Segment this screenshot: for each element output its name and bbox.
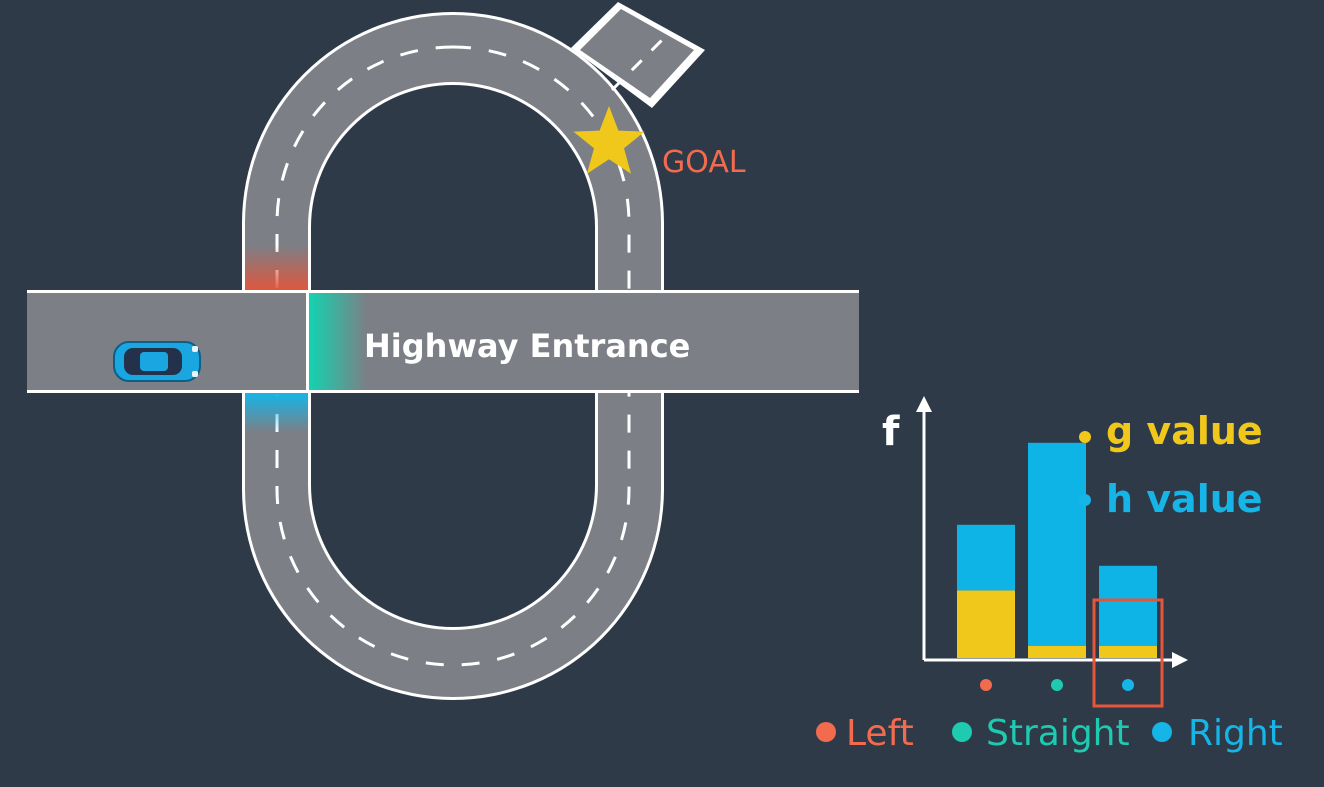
bar-straight-g [1028,645,1086,658]
star-icon [573,106,645,174]
right-marker [1152,722,1172,742]
straight-label: Straight [986,713,1130,754]
h-legend-label: h value [1106,477,1263,521]
car-icon [113,341,201,382]
g-legend-label: g value [1106,409,1263,453]
x-axis-arrow [1172,652,1188,668]
category-dot-left [980,679,992,691]
bar-straight-h [1028,442,1086,646]
g-legend-marker [1079,431,1091,443]
value-legend: g value h value [1079,409,1263,521]
category-dot-right [1122,679,1134,691]
category-dot-straight [1051,679,1063,691]
action-legend: Left Straight Right [816,713,1283,754]
bars [957,442,1157,658]
bar-left-g [957,590,1015,658]
left-marker [816,722,836,742]
h-legend-marker [1079,494,1091,506]
goal-label: GOAL [662,145,746,180]
bar-right-g [1099,645,1157,658]
right-label: Right [1188,713,1283,754]
straight-action-glow [309,293,367,390]
right-action-glow [245,393,308,433]
left-action-glow [245,245,308,293]
left-label: Left [846,713,914,754]
highway-entrance-label: Highway Entrance [364,327,690,365]
category-dots [980,679,1134,691]
straight-marker [952,722,972,742]
f-chart: f [882,396,1188,708]
bar-left-h [957,524,1015,591]
selection-box [1092,598,1164,708]
bar-right-h [1099,565,1157,646]
y-axis-arrow [916,396,932,412]
f-axis-label: f [882,409,900,455]
